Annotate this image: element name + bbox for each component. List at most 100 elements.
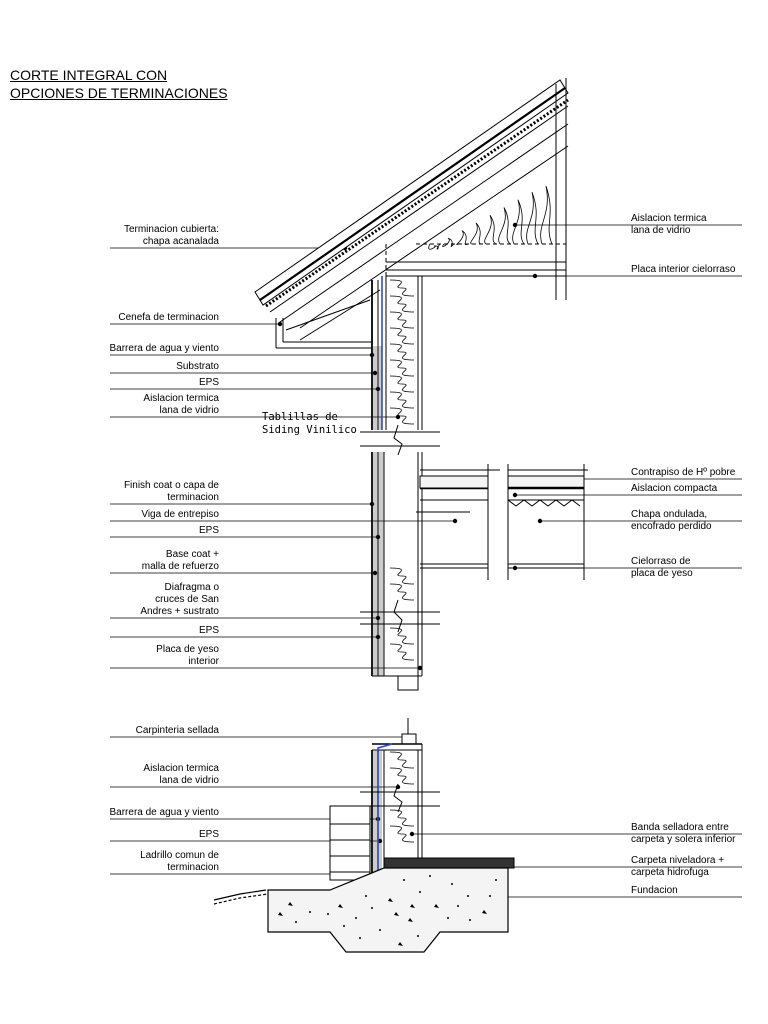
aggregate-speck xyxy=(355,917,357,919)
aggregate-speck xyxy=(451,883,453,885)
label-left-9-line-1: EPS xyxy=(198,525,219,536)
label-left-8-line-1: Viga de entrepiso xyxy=(141,509,219,520)
label-left-4-line-1: Substrato xyxy=(176,361,219,372)
aggregate-speck xyxy=(343,925,345,927)
label-right-7-line-2: carpeta y solera inferior xyxy=(631,834,736,845)
attic-insulation-batts xyxy=(428,185,553,250)
aggregate-speck xyxy=(388,898,393,902)
aggregate-speck xyxy=(398,942,403,946)
wall-insulation-upper xyxy=(389,279,415,425)
insulation-blob xyxy=(389,751,415,769)
aggregate-speck xyxy=(359,937,361,939)
label-left-10: Base coat +malla de refuerzo xyxy=(142,549,219,573)
aggregate-speck xyxy=(495,879,497,881)
aggregate-speck xyxy=(417,935,419,937)
aggregate-speck xyxy=(408,918,413,922)
insulation-blob xyxy=(389,767,415,785)
insulation-blob xyxy=(389,279,415,297)
insulation-blob xyxy=(389,359,415,377)
leader-dot-right-5 xyxy=(537,518,543,524)
label-left-7-line-1: Finish coat o capa de xyxy=(123,480,219,491)
aggregate-speck xyxy=(410,904,415,908)
aggregate-speck xyxy=(338,904,343,908)
label-right-2: Placa interior cielorraso xyxy=(631,264,736,276)
label-right-8: Carpeta niveladora +carpeta hidrofuga xyxy=(631,855,724,879)
aggregate-speck xyxy=(434,904,439,908)
aggregate-speck xyxy=(278,912,283,916)
label-left-12-line-1: EPS xyxy=(198,625,219,636)
label-left-4: Substrato xyxy=(176,361,219,373)
middle-wall xyxy=(360,452,588,691)
label-right-2-line-1: Placa interior cielorraso xyxy=(631,264,736,275)
label-left-3-line-1: Barrera de agua y viento xyxy=(109,343,219,354)
aggregate-speck xyxy=(394,912,399,916)
insulation-blob xyxy=(456,230,469,246)
aggregate-speck xyxy=(469,919,471,921)
label-left-10-line-2: malla de refuerzo xyxy=(141,561,219,572)
aggregate-speck xyxy=(429,875,431,877)
concrete-aggregate xyxy=(278,875,497,946)
wall-insulation-lower xyxy=(389,751,415,843)
label-left-2-line-1: Cenefa de terminacion xyxy=(118,312,219,323)
aggregate-speck xyxy=(403,879,405,881)
leader-dot-left-13 xyxy=(417,665,423,671)
aggregate-speck xyxy=(489,895,491,897)
label-left-7-line-2: terminacion xyxy=(167,492,219,503)
insulation-blob xyxy=(498,207,511,245)
label-right-9: Fundacion xyxy=(631,885,678,897)
label-left-17: EPS xyxy=(199,829,219,841)
handwritten-note-line-2: Siding Vinilico xyxy=(262,424,357,436)
label-right-1-line-1: Aislacion termica xyxy=(631,213,707,224)
label-left-1-line-2: chapa acanalada xyxy=(142,236,219,247)
label-left-12: EPS xyxy=(199,625,219,637)
insulation-blob xyxy=(389,643,415,661)
wall-insulation-middle xyxy=(389,567,415,661)
label-right-7-line-1: Banda selladora entre xyxy=(631,822,729,833)
insulation-blob xyxy=(389,627,415,645)
insulation-blob xyxy=(526,191,539,245)
label-left-11-line-1: Diafragma o xyxy=(164,582,219,593)
aggregate-speck xyxy=(419,891,421,893)
label-right-1-line-2: lana de vidrio xyxy=(631,225,691,236)
aggregate-speck xyxy=(457,905,459,907)
label-left-9: EPS xyxy=(199,525,219,537)
insulation-blob xyxy=(389,311,415,329)
label-left-5: EPS xyxy=(199,377,219,389)
label-right-8-line-1: Carpeta niveladora + xyxy=(631,855,725,866)
label-left-10-line-1: Base coat + xyxy=(165,549,219,560)
insulation-blob xyxy=(389,825,415,843)
label-right-3: Contrapiso de Hº pobre xyxy=(631,467,735,479)
insulation-blob xyxy=(389,583,415,601)
label-right-9-line-1: Fundacion xyxy=(631,885,678,896)
insulation-blob xyxy=(389,407,415,425)
aggregate-speck xyxy=(482,910,487,914)
insulation-blob xyxy=(389,327,415,345)
label-left-5-line-1: EPS xyxy=(198,377,219,388)
insulation-blob xyxy=(442,237,455,247)
leader-dot-left-10 xyxy=(372,570,378,576)
insulation-blob xyxy=(389,295,415,313)
insulation-blob xyxy=(470,222,483,245)
aggregate-speck xyxy=(379,929,381,931)
insulation-blob xyxy=(389,375,415,393)
title-line-2: OPCIONES DE TERMINACIONES xyxy=(10,85,228,101)
foundation xyxy=(213,867,509,953)
roof-assembly xyxy=(254,78,569,349)
leader-dot-right-4 xyxy=(512,492,518,498)
label-left-16: Barrera de agua y viento xyxy=(109,807,219,819)
label-right-5-line-1: Chapa ondulada, xyxy=(631,509,708,520)
insulation-blob xyxy=(428,243,441,250)
label-left-13-line-1: Placa de yeso xyxy=(156,644,219,655)
aggregate-speck xyxy=(467,895,469,897)
label-right-4-line-1: Aislacion compacta xyxy=(631,483,718,494)
aggregate-speck xyxy=(295,921,297,923)
label-left-11-line-3: Andres + sustrato xyxy=(140,606,219,617)
insulation-blob xyxy=(512,199,525,245)
